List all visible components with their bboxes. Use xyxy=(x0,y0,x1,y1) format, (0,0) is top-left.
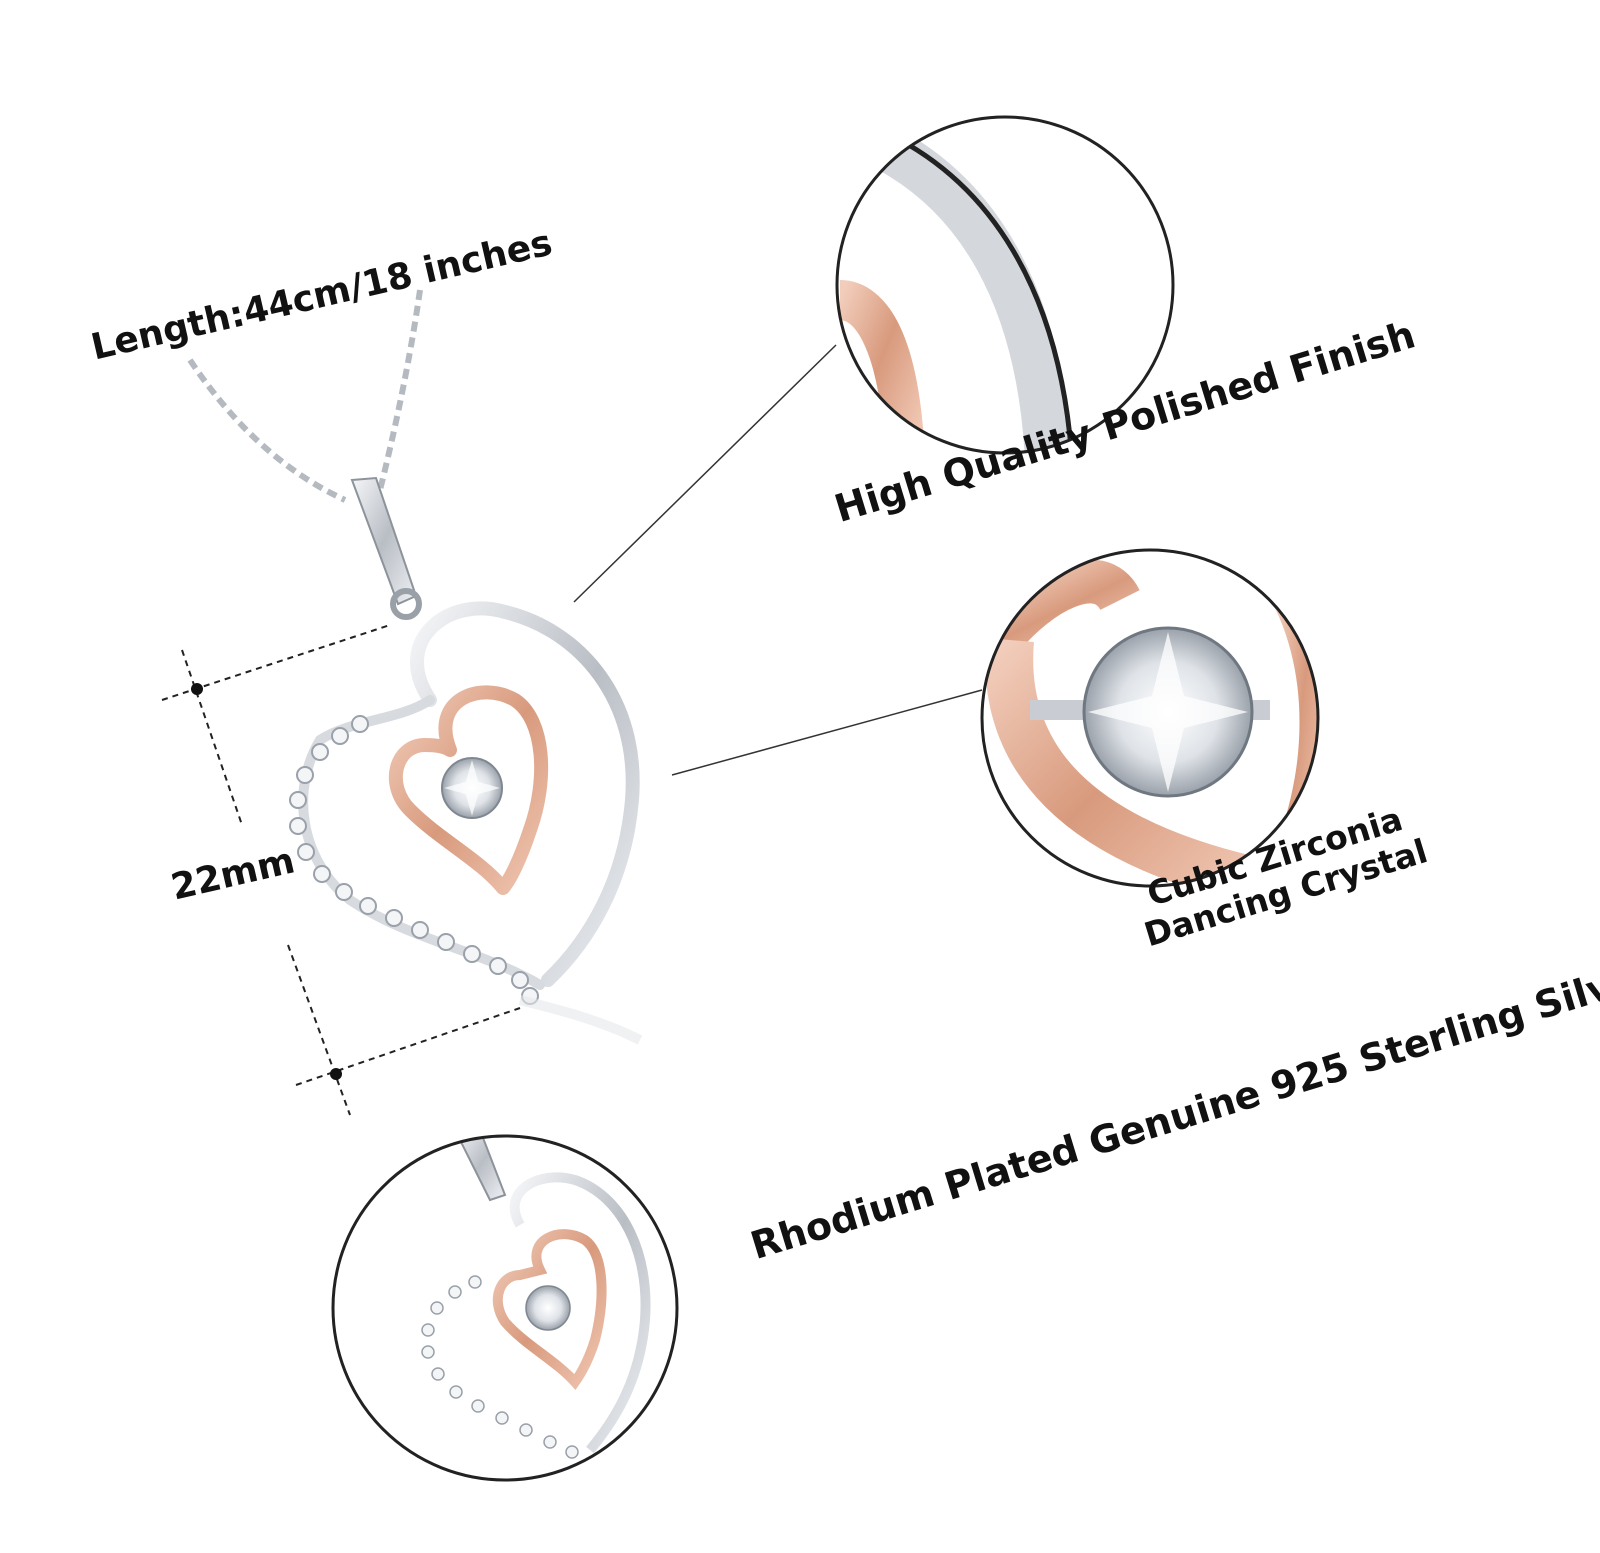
dimension-dot-bottom xyxy=(330,1068,342,1080)
detail-circle-polished xyxy=(835,115,1175,455)
pendant-reflection xyxy=(518,995,643,1045)
dimension-dot-top xyxy=(191,683,203,695)
leader-line-mid xyxy=(671,689,983,776)
pendant-main xyxy=(289,476,640,1005)
dimension-marker xyxy=(161,624,521,1116)
leader-line-top xyxy=(573,344,837,603)
detail-circle-pendant xyxy=(331,1134,679,1482)
necklace-chain xyxy=(187,289,423,503)
pave-stones xyxy=(289,715,539,1005)
